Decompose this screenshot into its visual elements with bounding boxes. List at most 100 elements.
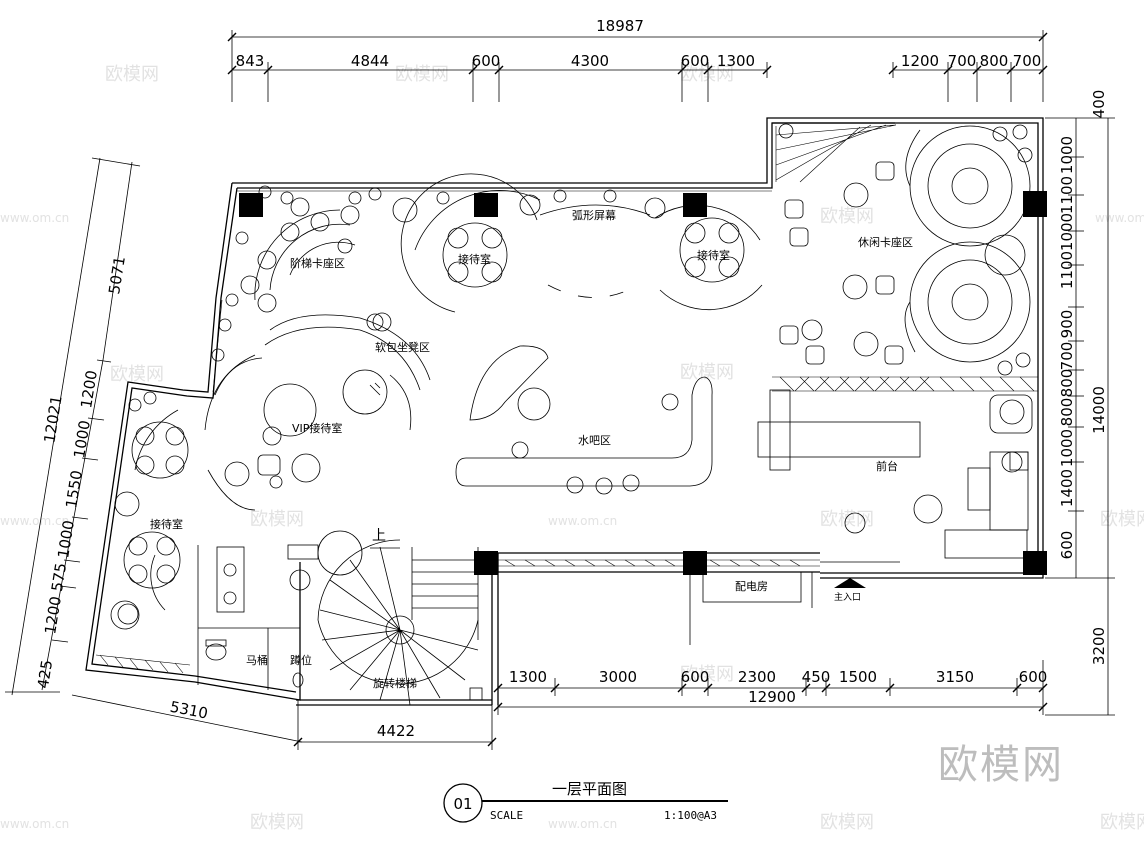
reception-room-top-right (654, 204, 763, 311)
dim-top-segment: 800 (980, 52, 1009, 70)
dim-right-segment: 1000 (1058, 213, 1076, 251)
label-front-desk: 前台 (876, 459, 898, 473)
watermark-url: www.om.cn (0, 817, 69, 831)
watermark: 欧模网 (680, 64, 734, 85)
watermark: 欧模网 (110, 364, 164, 385)
dim-bottom-segment: 600 (1019, 668, 1048, 686)
dim-right-segment: 1000 (1058, 136, 1076, 174)
drawing-title: 一层平面图 (552, 780, 627, 798)
watermark-layer: 欧模网 欧模网 欧模网 欧模网 欧模网 欧模网 欧模网 欧模网 欧模网 欧模网 … (0, 64, 1144, 833)
label-reception-top-left: 接待室 (458, 252, 491, 266)
right-dimension-lines: 400 1000 1100 1000 1100 900 700 800 800 … (1045, 90, 1115, 716)
label-power-room: 配电房 (735, 580, 768, 593)
dim-right-total: 14000 (1090, 386, 1108, 434)
label-water-bar: 水吧区 (578, 434, 611, 447)
left-dimension-lines: 5071 12021 1200 1000 1550 1000 575 1200 … (5, 157, 141, 696)
dim-right-segment: 1000 (1058, 429, 1076, 467)
site-logo: 欧模网 (938, 742, 1064, 788)
dim-bottom-stair: 4422 (377, 722, 415, 740)
dim-top-segment: 4844 (351, 52, 389, 70)
watermark: 欧模网 (1100, 509, 1144, 530)
label-spiral-stair: 旋转楼梯 (373, 676, 417, 690)
dim-right-segment: 800 (1058, 369, 1076, 398)
watermark: 欧模网 (105, 64, 159, 85)
dim-bottom-segment: 450 (802, 668, 831, 686)
power-room (689, 571, 813, 645)
dim-left-segment: 1550 (62, 469, 86, 510)
vip-reception-seating (204, 354, 321, 511)
label-vip-reception: VIP接待室 (292, 421, 342, 435)
drawing-number-circle (443, 783, 483, 823)
label-stair-booth: 阶梯卡座区 (290, 256, 345, 270)
label-soft-seat: 软包坐凳区 (375, 340, 430, 354)
front-desk (757, 389, 1033, 559)
dim-right-segment: 800 (1058, 398, 1076, 427)
dim-bottom-segment: 600 (681, 668, 710, 686)
watermark-url: www.om.cn (1095, 211, 1144, 225)
watermark: 欧模网 (1100, 812, 1144, 833)
dim-left-segment: 575 (48, 562, 70, 593)
restroom-block (197, 545, 304, 690)
watermark: 欧模网 (820, 509, 874, 530)
top-dimension-lines: 18987 843 4844 600 4300 600 1300 1200 70… (227, 17, 1048, 102)
label-leisure-booth: 休闲卡座区 (858, 235, 913, 249)
scale-label: SCALE (490, 809, 523, 822)
watermark: 欧模网 (395, 64, 449, 85)
label-arc-screen: 弧形屏幕 (572, 208, 616, 222)
reception-room-top-left (400, 173, 541, 313)
dim-top-segment: 600 (681, 52, 710, 70)
watermark-url: www.om.cn (548, 514, 617, 528)
dim-top-segment: 600 (472, 52, 501, 70)
dim-bottom-segment: 3000 (599, 668, 637, 686)
reception-room-left (110, 409, 189, 630)
watermark-url: www.om.cn (548, 817, 617, 831)
dim-left-segment: 1000 (54, 519, 78, 560)
dim-right-segment: 900 (1058, 310, 1076, 339)
structural-columns (239, 191, 1047, 575)
building-outline (85, 117, 1044, 706)
label-main-entrance: 主入口 (834, 591, 861, 603)
dim-bottom-segment: 2300 (738, 668, 776, 686)
label-reception-top-right: 接待室 (697, 248, 730, 262)
dim-left-segment: 425 (34, 659, 56, 690)
dim-left-upper: 5071 (105, 255, 129, 296)
dim-right-segment: 400 (1090, 90, 1108, 119)
dim-top-segment: 4300 (571, 52, 609, 70)
dim-top-segment: 843 (236, 52, 265, 70)
scale-value: 1:100@A3 (664, 809, 717, 822)
dim-right-segment: 1100 (1058, 176, 1076, 214)
dim-right-segment: 1100 (1058, 251, 1076, 289)
arc-screen (539, 204, 651, 298)
railing-hatch (95, 124, 1038, 674)
dim-top-segment: 1300 (717, 52, 755, 70)
dim-left-segment: 1200 (41, 595, 65, 636)
dim-top-total: 18987 (596, 17, 644, 35)
dim-right-segment: 700 (1058, 342, 1076, 371)
dim-right-segment: 1400 (1058, 469, 1076, 507)
watermark-url: www.om.cn (0, 211, 69, 225)
title-block: 01 一层平面图 SCALE 1:100@A3 (443, 780, 728, 823)
dim-left-total: 12021 (40, 394, 65, 444)
watermark: 欧模网 (820, 206, 874, 227)
drawing-number: 01 (453, 795, 472, 813)
bottom-dimension-lines: 5310 4422 1300 3000 600 2300 450 1500 31… (71, 660, 1048, 750)
dim-bottom-left-total: 5310 (168, 698, 209, 723)
label-stair-up: 上 (372, 528, 386, 544)
dim-left-segment: 1000 (70, 419, 94, 460)
dim-right-segment: 600 (1058, 531, 1076, 560)
watermark: 欧模网 (250, 509, 304, 530)
label-toilet: 马桶 (246, 653, 268, 667)
dim-bottom-segment: 1300 (509, 668, 547, 686)
spiral-stair (287, 539, 483, 706)
dim-right-extra: 3200 (1090, 627, 1108, 665)
dim-top-segment: 1200 (901, 52, 939, 70)
dim-left-segment: 1200 (77, 369, 101, 410)
watermark-url: www.om.cn (0, 514, 69, 528)
dim-top-segment: 700 (1013, 52, 1042, 70)
dim-bottom-segment: 3150 (936, 668, 974, 686)
entrance-arrow (820, 561, 900, 588)
watermark: 欧模网 (680, 362, 734, 383)
label-reception-left: 接待室 (150, 517, 183, 531)
watermark: 欧模网 (820, 812, 874, 833)
